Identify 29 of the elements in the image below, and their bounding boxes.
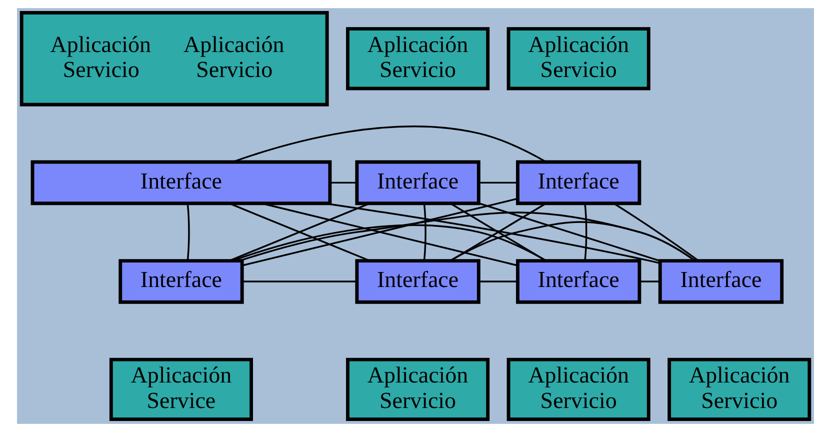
connector [613,202,698,262]
connector [478,202,660,262]
node-box: Interface [515,259,641,304]
node-box: Interface [515,160,641,206]
node-box: Interface [658,259,784,304]
connector [232,224,546,262]
connector [584,204,587,261]
node-box: Aplicación Servicio [506,27,650,90]
connector [639,280,660,282]
node-box: Interface [354,160,480,206]
connector [449,221,696,262]
node-box: Aplicación Servicio [667,358,811,421]
node-box: Aplicación Servicio [506,358,650,421]
connector [242,280,356,282]
node-box: Interface [30,160,332,206]
node-box: Aplicación Servicio [346,27,490,90]
connector [232,126,546,163]
connector [238,212,696,262]
node-box: Interface [354,259,480,304]
connector [186,204,190,261]
connector [478,280,517,282]
connector [450,202,546,262]
connector [330,182,356,184]
node-box: Interface [118,259,244,304]
node-box: Aplicación Servicio Aplicación Servicio [19,11,328,106]
connector [422,204,426,261]
connector [478,182,517,184]
node-box: Aplicación Servicio [346,358,490,421]
node-box: Aplicación Service [108,358,252,421]
